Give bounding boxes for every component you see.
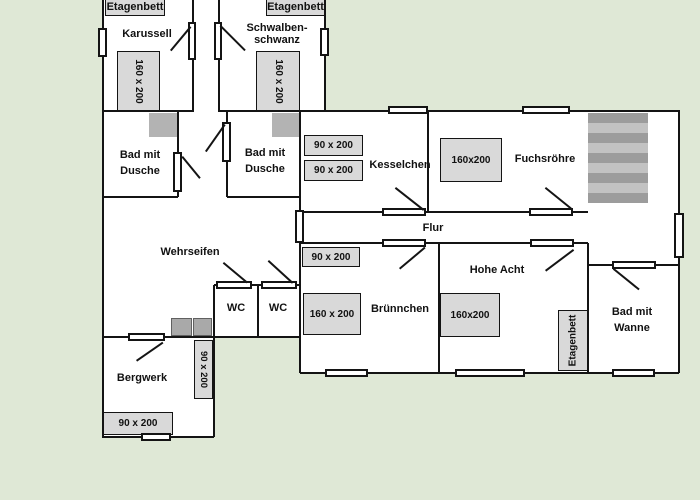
wall — [219, 110, 680, 112]
room-label-bad-dusche-rechts: Bad mit Dusche — [244, 147, 286, 175]
bed-bruennchen-1: 90 x 200 — [302, 247, 360, 267]
window-bad-wanne — [612, 369, 655, 377]
door-fuchsroehre — [529, 208, 573, 216]
sink-left — [171, 318, 192, 336]
bunk-bed-label: Etagenbett — [567, 314, 579, 367]
wall — [227, 196, 300, 198]
shower-bad-links — [149, 113, 178, 137]
room-label-kesselchen: Kesselchen — [369, 159, 431, 171]
bed-bergwerk-2: 90 x 200 — [103, 412, 173, 435]
door-bergwerk — [128, 333, 165, 341]
bunk-bed-karussell: Etagenbett — [105, 0, 165, 16]
bed-size-label: 160 x 200 — [309, 308, 355, 320]
door-schwalbenschwanz — [214, 22, 222, 60]
window-karussell — [98, 28, 107, 57]
stair-step — [588, 173, 648, 183]
room-label-bad-dusche-links: Bad mit Dusche — [119, 149, 161, 177]
bed-size-label: 160 x 200 — [272, 59, 284, 104]
bed-schwalbenschwanz: 160 x 200 — [256, 51, 300, 112]
bed-size-label: 160x200 — [451, 154, 491, 166]
stair-step — [588, 183, 648, 193]
stair-step — [588, 163, 648, 173]
room-label-karussell: Karussell — [122, 28, 172, 40]
wall — [213, 285, 215, 437]
bed-bergwerk-1: 90 x 200 — [194, 340, 213, 399]
bed-hohe-acht: 160x200 — [440, 293, 500, 337]
bed-size-label: 160x200 — [450, 309, 490, 321]
room-label-bruennchen: Brünnchen — [370, 303, 430, 315]
door-kesselchen — [382, 208, 426, 216]
room-label-wc-rechts: WC — [268, 302, 288, 314]
stair-step — [588, 153, 648, 163]
wall — [103, 196, 178, 198]
wall — [587, 243, 589, 373]
bed-size-label: 90 x 200 — [311, 251, 351, 263]
room-label-wehrseifen: Wehrseifen — [160, 246, 220, 258]
bed-bruennchen-2: 160 x 200 — [303, 293, 361, 335]
door-bad-dusche-rechts — [222, 122, 231, 162]
window-fuchsroehre — [522, 106, 570, 114]
stairs — [588, 113, 648, 203]
door-wc-links — [216, 281, 252, 289]
sink-right — [193, 318, 212, 336]
door-bruennchen — [382, 239, 426, 247]
bed-fuchsroehre: 160x200 — [440, 138, 502, 182]
window-bruennchen — [325, 369, 368, 377]
window-schwalbenschwanz — [320, 28, 329, 56]
bed-size-label: 90 x 200 — [314, 165, 353, 176]
door-bad-dusche-links — [173, 152, 182, 192]
stair-step — [588, 133, 648, 143]
wall — [438, 243, 440, 373]
room-label-bad-wanne: Bad mit Wanne — [611, 306, 653, 334]
wall — [427, 110, 429, 213]
wall-exterior-left — [102, 0, 104, 438]
room-label-schwalbenschwanz: Schwalben- schwanz — [246, 22, 308, 46]
wall — [103, 336, 300, 338]
bunk-bed-label: Etagenbett — [267, 0, 324, 13]
wall — [103, 110, 193, 112]
window-bergwerk — [141, 433, 171, 441]
door-hohe-acht — [530, 239, 574, 247]
bed-kesselchen-2: 90 x 200 — [304, 160, 363, 181]
door-karussell — [188, 22, 196, 60]
door-wc-rechts — [261, 281, 297, 289]
wall — [324, 0, 326, 112]
window-kesselchen — [388, 106, 428, 114]
bed-karussell: 160 x 200 — [117, 51, 160, 112]
bed-size-label: 160 x 200 — [133, 59, 144, 104]
shower-bad-rechts — [272, 113, 300, 137]
bunk-bed-schwalbenschwanz: Etagenbett — [266, 0, 325, 16]
window-hohe-acht — [455, 369, 525, 377]
wall-flur-top — [300, 211, 588, 213]
stair-step — [588, 143, 648, 153]
stair-step — [588, 113, 648, 123]
stair-step — [588, 193, 648, 203]
bed-size-label: 90 x 200 — [314, 140, 353, 151]
wall-flur-bottom — [300, 242, 588, 244]
floor-left-wing — [103, 110, 300, 337]
wall — [257, 285, 259, 337]
door-wehrseifen-flur — [295, 210, 304, 243]
room-label-wc-links: WC — [226, 302, 246, 314]
window-stairwell — [674, 213, 684, 258]
room-label-flur: Flur — [422, 222, 444, 234]
room-label-bergwerk: Bergwerk — [116, 372, 168, 384]
bed-kesselchen-1: 90 x 200 — [304, 135, 363, 156]
room-label-hohe-acht: Hohe Acht — [469, 264, 525, 276]
bed-size-label: 90 x 200 — [118, 418, 158, 429]
bunk-bed-label: Etagenbett — [106, 0, 164, 13]
door-bad-wanne — [612, 261, 656, 269]
bunk-bed-hohe-acht: Etagenbett — [558, 310, 588, 371]
bed-size-label: 90 x 200 — [198, 351, 210, 388]
stair-step — [588, 123, 648, 133]
room-label-fuchsroehre: Fuchsröhre — [514, 153, 576, 165]
